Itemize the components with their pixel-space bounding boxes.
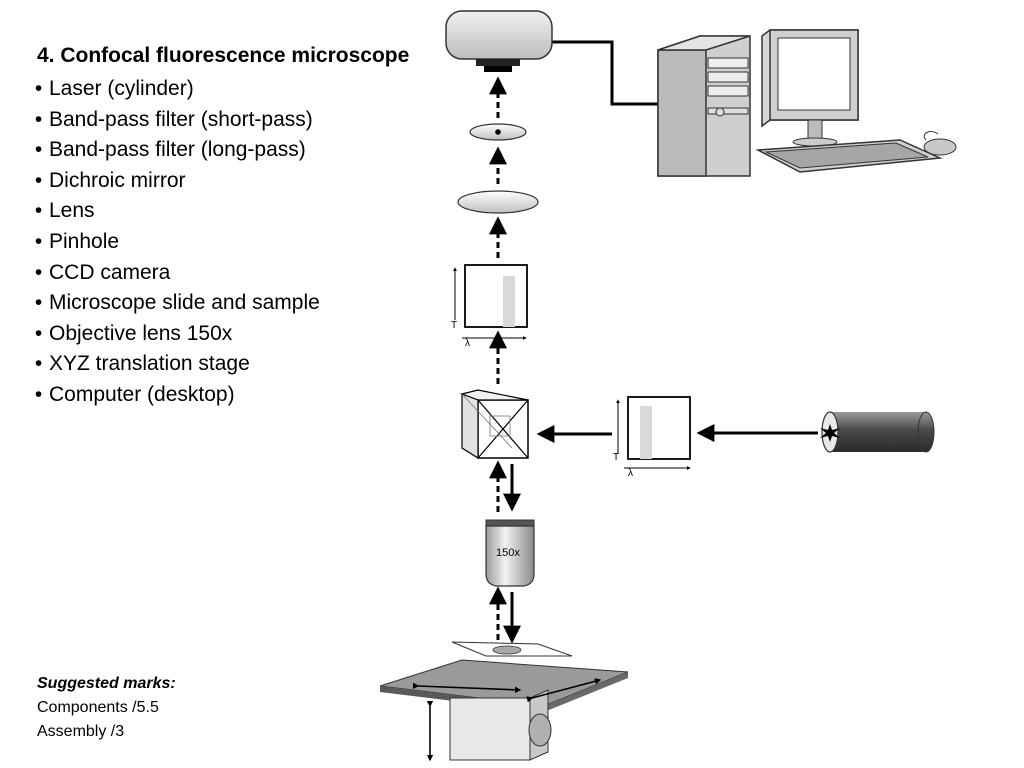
suggested-marks: Suggested marks: Components /5.5 Assembl… xyxy=(37,672,176,744)
list-item-label: Microscope slide and sample xyxy=(49,291,320,315)
list-item-label: Laser (cylinder) xyxy=(49,77,194,100)
bullet: • xyxy=(34,107,43,131)
list-item: •Objective lens 150x xyxy=(28,319,320,350)
long-pass-filter-icon: T λ xyxy=(451,264,528,349)
computer-icon xyxy=(552,29,957,177)
list-item: •Band-pass filter (long-pass) xyxy=(28,135,320,166)
component-list: •Laser (cylinder) •Band-pass filter (sho… xyxy=(28,74,320,411)
bullet: • xyxy=(34,229,43,253)
objective-label: 150x xyxy=(496,547,520,559)
list-item-label: Objective lens 150x xyxy=(49,321,233,345)
bullet: • xyxy=(34,168,43,192)
list-item-label: Computer (desktop) xyxy=(49,382,235,406)
list-item-label: Band-pass filter (short-pass) xyxy=(49,107,313,131)
list-item-label: Pinhole xyxy=(49,229,120,253)
microscope-slide-icon xyxy=(451,641,573,657)
marks-assembly: Assembly /3 xyxy=(37,723,125,740)
laser-icon xyxy=(820,411,935,453)
marks-components: Components /5.5 xyxy=(37,699,159,716)
filter-axis-y-label: T xyxy=(451,320,457,331)
bullet: • xyxy=(34,199,43,223)
pinhole-icon xyxy=(469,123,527,141)
list-item: •Dichroic mirror xyxy=(28,166,320,197)
list-item-label: Band-pass filter (long-pass) xyxy=(49,138,306,162)
objective-lens-icon: 150x xyxy=(485,519,535,587)
lens-icon xyxy=(457,190,539,214)
list-item-label: CCD camera xyxy=(49,260,171,284)
list-item: •Computer (desktop) xyxy=(28,380,320,411)
bullet: • xyxy=(34,77,43,100)
list-item: •XYZ translation stage xyxy=(28,349,320,380)
excitation-path xyxy=(503,424,818,644)
list-item-label: Lens xyxy=(49,199,95,223)
filter-axis-y-label: T xyxy=(613,452,619,463)
xyz-stage-icon xyxy=(379,659,629,762)
list-item-label: XYZ translation stage xyxy=(49,352,250,376)
list-item: •Pinhole xyxy=(28,227,320,258)
bullet: • xyxy=(34,382,43,406)
list-item: •Microscope slide and sample xyxy=(28,288,320,319)
filter-axis-x-label: λ xyxy=(628,468,633,479)
slide-title: 4. Confocal fluorescence microscope xyxy=(37,44,410,67)
bullet: • xyxy=(34,291,43,315)
bullet: • xyxy=(34,138,43,162)
list-item: •Lens xyxy=(28,196,320,227)
ccd-camera-icon xyxy=(445,10,553,72)
short-pass-filter-icon: T λ xyxy=(613,396,691,479)
bullet: • xyxy=(34,260,43,284)
list-item: • Laser (cylinder) xyxy=(28,74,320,105)
list-item: •CCD camera xyxy=(28,258,320,289)
list-item-label: Dichroic mirror xyxy=(49,168,186,192)
bullet: • xyxy=(34,352,43,376)
marks-heading: Suggested marks: xyxy=(37,675,176,692)
filter-axis-x-label: λ xyxy=(465,338,470,349)
list-item: •Band-pass filter (short-pass) xyxy=(28,105,320,136)
dichroic-mirror-icon xyxy=(459,389,529,460)
bullet: • xyxy=(34,321,43,345)
